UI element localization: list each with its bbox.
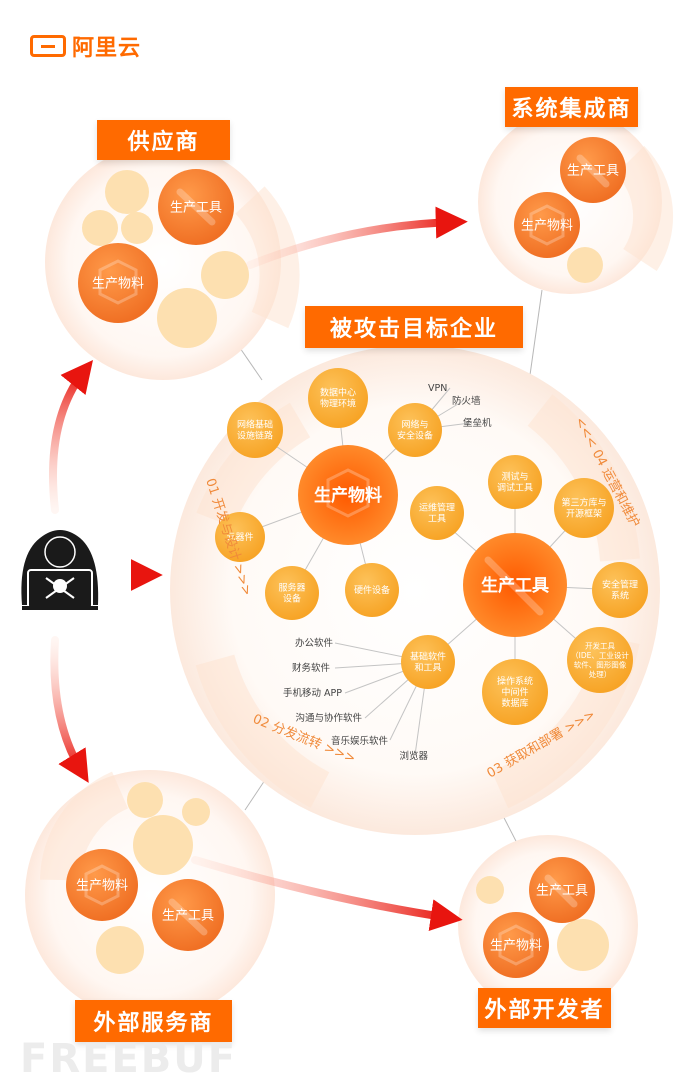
- integrator-tool-node: [560, 137, 626, 203]
- arrow-service-to-developer: [191, 856, 463, 931]
- item-os-middleware-db: 操作系统中间件数据库: [497, 675, 533, 709]
- tool-hub-node: [463, 533, 567, 637]
- material-hub-label: 生产物料: [314, 485, 382, 506]
- material-hub-node: [298, 445, 398, 545]
- developer-tool-label: 生产工具: [536, 884, 588, 899]
- arrow-supplier-to-integrator: [246, 206, 468, 269]
- tool-hub-label: 生产工具: [481, 575, 549, 596]
- arrow-attacker-to-supplier: [49, 360, 93, 514]
- developer-material-label: 生产物料: [490, 939, 542, 954]
- supplier-internals: [78, 169, 249, 348]
- target-title: 被攻击目标企业: [305, 306, 523, 348]
- freebuf-watermark: FREEBUF: [20, 1036, 238, 1082]
- item-components: 元器件: [226, 531, 253, 543]
- item-security-mgmt: 安全管理系统: [602, 579, 638, 602]
- target-nodes: [215, 368, 648, 725]
- integrator-title: 系统集成商: [505, 87, 638, 127]
- wrench-icons: [168, 154, 610, 936]
- item-network-infra: 网络基础设施链路: [237, 419, 273, 442]
- item-network-security: 网络与安全设备: [397, 419, 433, 442]
- integrator-tool-label: 生产工具: [567, 164, 619, 179]
- supplier-tool-node: [158, 169, 234, 245]
- service-tool-label: 生产工具: [162, 909, 214, 924]
- item-third-party-libs: 第三方库与开源框架: [561, 497, 606, 520]
- attack-arrows: [49, 206, 468, 931]
- integrator-material-node: [514, 192, 580, 258]
- hacker-skull-laptop-icon: [21, 530, 99, 610]
- developer-material-node: [483, 912, 549, 978]
- item-test-tools: 测试与调试工具: [497, 471, 533, 494]
- service-title: 外部服务商: [75, 1000, 232, 1042]
- item-datacenter: 数据中心物理环境: [320, 387, 356, 410]
- subitem-firewall: 防火墙: [452, 395, 481, 407]
- service-tool-node: [152, 879, 224, 951]
- subitem-office: 办公软件: [295, 637, 334, 649]
- developer-tool-node: [529, 857, 595, 923]
- subitem-browser: 浏览器: [399, 750, 428, 762]
- integrator-internals: [514, 137, 626, 283]
- item-hardware: 硬件设备: [354, 584, 390, 596]
- subitem-mobile-app: 手机移动 APP: [283, 687, 342, 699]
- service-material-label: 生产物料: [76, 879, 128, 894]
- item-servers: 服务器设备: [278, 582, 305, 605]
- supplier-material-label: 生产物料: [92, 277, 144, 292]
- software-subitems: 办公软件 财务软件 手机移动 APP 沟通与协作软件 音乐娱乐软件 浏览器: [283, 637, 428, 762]
- developer-internals: [476, 857, 609, 978]
- network-subitems: VPN 防火墙 堡垒机: [428, 383, 492, 429]
- box-icons: [84, 204, 565, 966]
- service-material-node: [66, 849, 138, 921]
- item-dev-tools: 开发工具（IDE、工业设计软件、图形图像处理）: [571, 640, 629, 679]
- logo-text: 阿里云: [72, 36, 142, 61]
- item-ops-tools: 运维管理工具: [419, 502, 455, 525]
- supplier-title: 供应商: [97, 120, 230, 160]
- aliyun-bracket-icon: [30, 35, 66, 57]
- arrow-attacker-to-service: [50, 636, 89, 783]
- supplier-bubble: [45, 144, 281, 380]
- supplier-material-node: [78, 243, 158, 323]
- service-internals: [66, 782, 224, 974]
- subitem-bastion: 堡垒机: [463, 417, 492, 429]
- item-base-software: 基础软件和工具: [410, 651, 446, 674]
- subitem-collab: 沟通与协作软件: [295, 712, 362, 724]
- supplier-tool-label: 生产工具: [170, 201, 222, 216]
- subitem-vpn: VPN: [428, 383, 447, 394]
- developer-title: 外部开发者: [478, 988, 611, 1028]
- integrator-material-label: 生产物料: [521, 219, 573, 234]
- aliyun-logo: 阿里云: [30, 30, 141, 62]
- subitem-music: 音乐娱乐软件: [331, 735, 389, 747]
- subitem-finance: 财务软件: [292, 662, 331, 674]
